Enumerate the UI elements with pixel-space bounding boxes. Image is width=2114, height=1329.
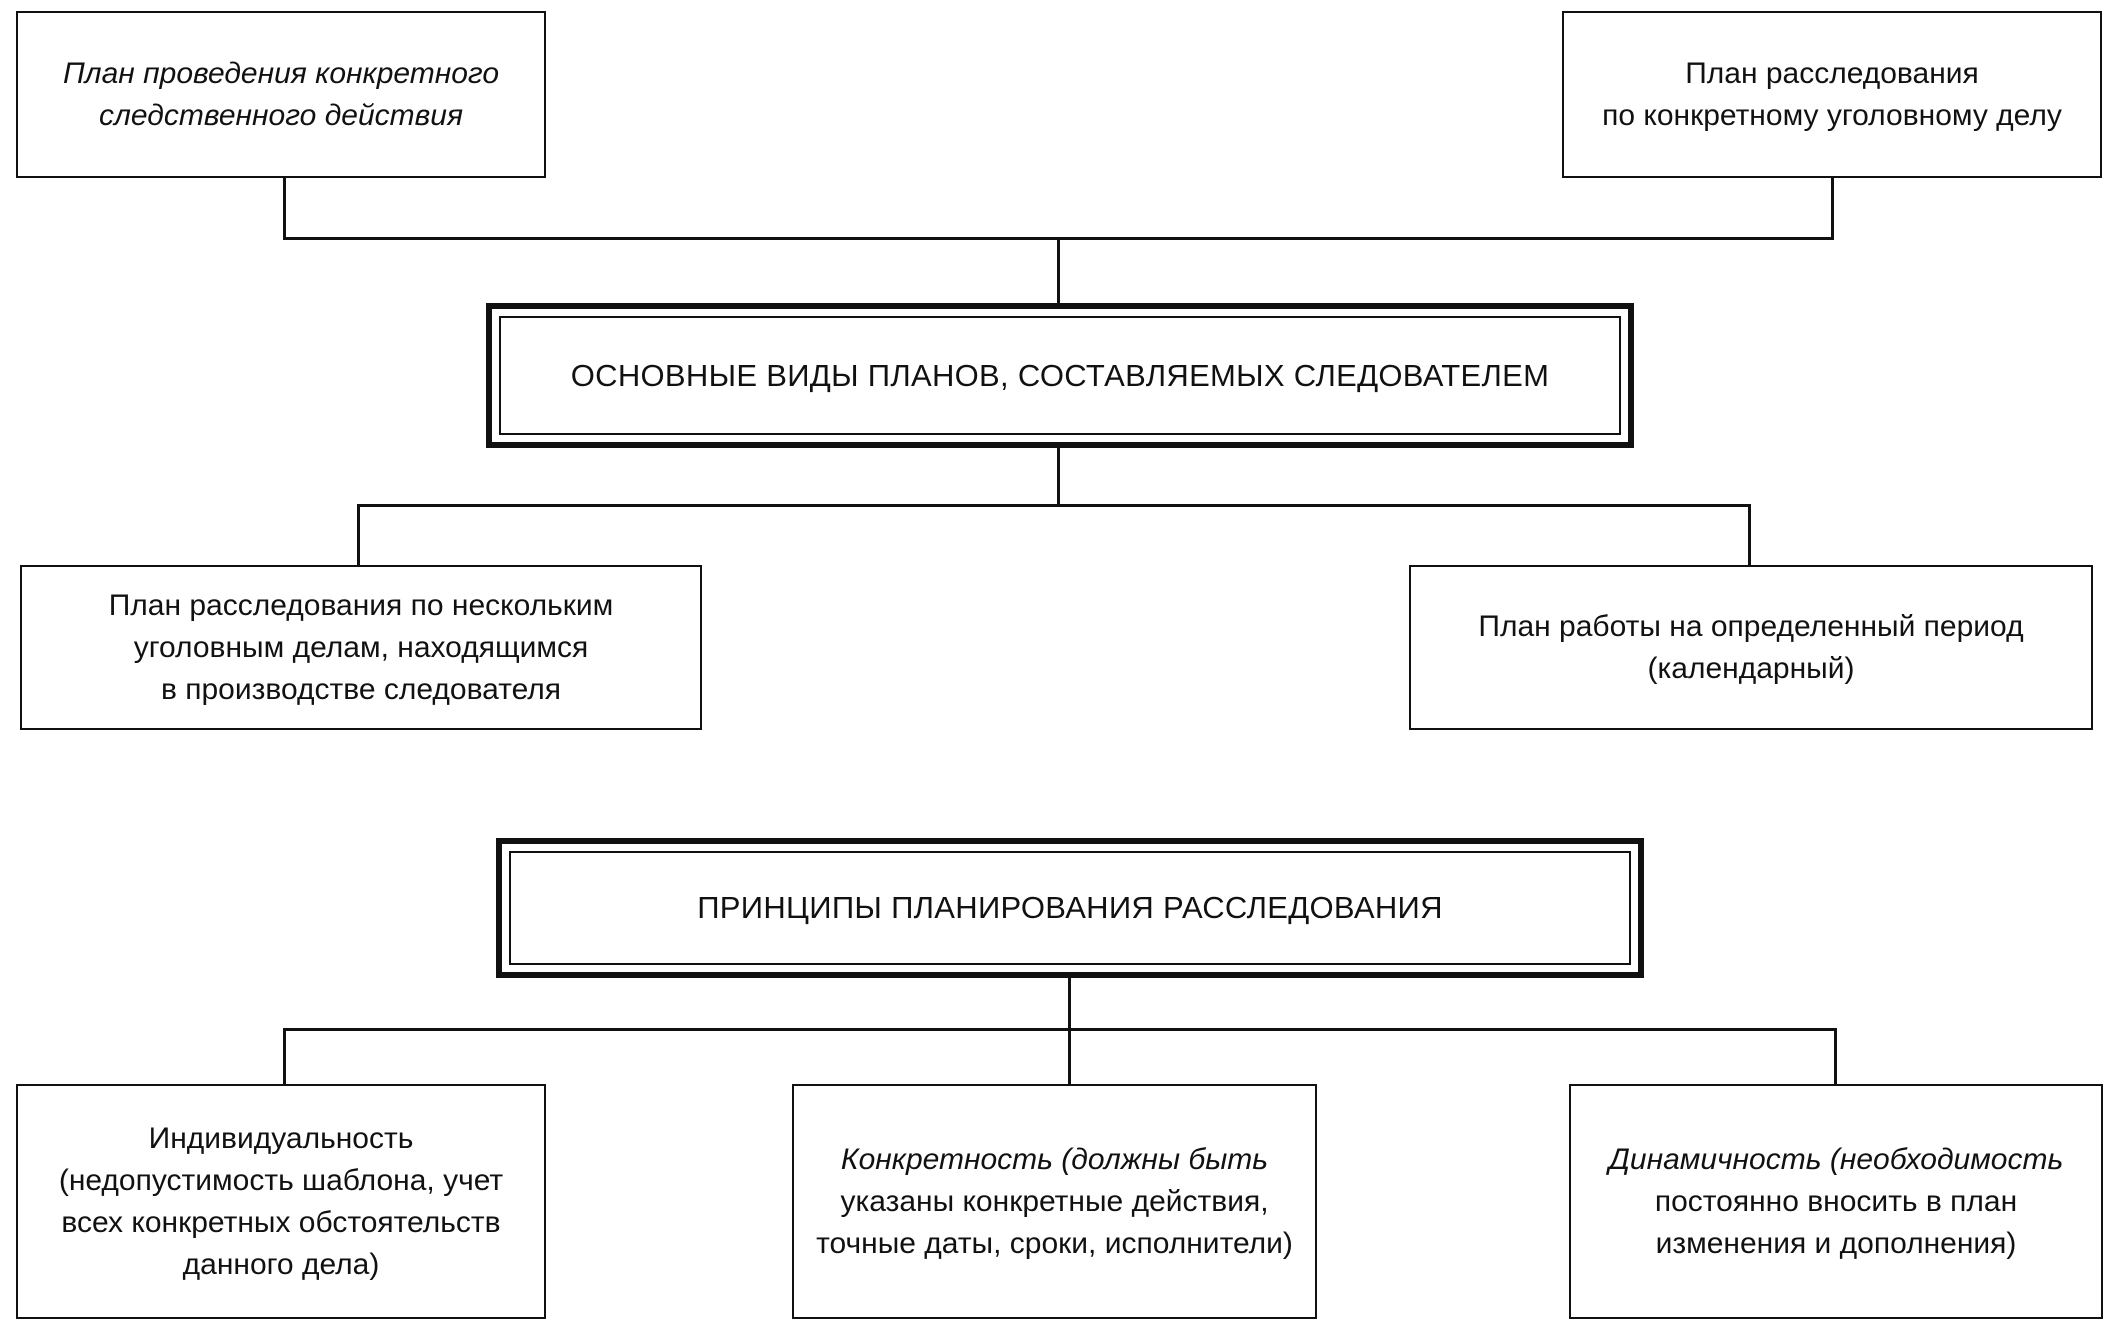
principle-lead: Индивидуальность: [148, 1121, 414, 1155]
principle-lead: Конкретность: [840, 1142, 1053, 1176]
plan-box-text: План расследования по нескольким уголовн…: [108, 588, 614, 706]
plan-box-calendar: План работы на определенный период (кале…: [1409, 565, 2093, 730]
plan-box-multiple-cases: План расследования по нескольким уголовн…: [20, 565, 702, 730]
principle-description: постоянно вносить в план изменения и доп…: [1654, 1184, 2018, 1260]
connector: [1068, 978, 1071, 1030]
plan-box-specific-case: План расследования по конкретному уголов…: [1562, 11, 2102, 178]
connector: [1831, 178, 1834, 239]
principle-text: Конкретность (должны быть указаны конкре…: [816, 1139, 1293, 1265]
title-inner-frame: ОСНОВНЫЕ ВИДЫ ПЛАНОВ, СОСТАВЛЯЕМЫХ СЛЕДО…: [499, 316, 1621, 435]
connector: [1057, 448, 1060, 506]
title-inner-frame: ПРИНЦИПЫ ПЛАНИРОВАНИЯ РАССЛЕДОВАНИЯ: [509, 851, 1631, 965]
plan-box-text: План проведения конкретного следственног…: [62, 56, 500, 132]
principle-description: указаны конкретные действия, точные даты…: [816, 1184, 1293, 1260]
principle-description: (недопустимость шаблона, учет всех конкр…: [58, 1163, 504, 1281]
connector: [1057, 237, 1060, 305]
principle-individuality: Индивидуальность (недопустимость шаблона…: [16, 1084, 546, 1319]
plan-box-text: План расследования по конкретному уголов…: [1602, 56, 2062, 132]
planning-principles-title: ПРИНЦИПЫ ПЛАНИРОВАНИЯ РАССЛЕДОВАНИЯ: [496, 838, 1644, 978]
connector: [283, 178, 286, 239]
principle-description-start: (должны быть: [1052, 1142, 1269, 1176]
principle-lead: Динамичность: [1608, 1142, 1822, 1176]
connector: [357, 504, 1750, 507]
connector: [283, 1028, 1837, 1031]
principle-text: Динамичность (необходимость постоянно вн…: [1609, 1139, 2063, 1265]
principle-concreteness: Конкретность (должны быть указаны конкре…: [792, 1084, 1317, 1319]
principle-dynamism: Динамичность (необходимость постоянно вн…: [1569, 1084, 2103, 1319]
plan-box-text: План работы на определенный период (кале…: [1478, 609, 2024, 685]
connector: [1068, 1028, 1071, 1086]
connector: [357, 504, 360, 567]
principle-first-line: Динамичность (необходимость: [1609, 1139, 2063, 1181]
connector: [1748, 504, 1751, 567]
title-text: ПРИНЦИПЫ ПЛАНИРОВАНИЯ РАССЛЕДОВАНИЯ: [697, 890, 1443, 925]
title-text: ОСНОВНЫЕ ВИДЫ ПЛАНОВ, СОСТАВЛЯЕМЫХ СЛЕДО…: [570, 357, 1550, 393]
plan-box-specific-action: План проведения конкретного следственног…: [16, 11, 546, 178]
connector: [1834, 1028, 1837, 1086]
types-of-plans-title: ОСНОВНЫЕ ВИДЫ ПЛАНОВ, СОСТАВЛЯЕМЫХ СЛЕДО…: [486, 303, 1634, 448]
connector: [283, 1028, 286, 1086]
principle-first-line: Конкретность (должны быть: [816, 1139, 1293, 1181]
principle-text: Индивидуальность (недопустимость шаблона…: [59, 1118, 503, 1286]
principle-description-start: (необходимость: [1821, 1142, 2064, 1176]
